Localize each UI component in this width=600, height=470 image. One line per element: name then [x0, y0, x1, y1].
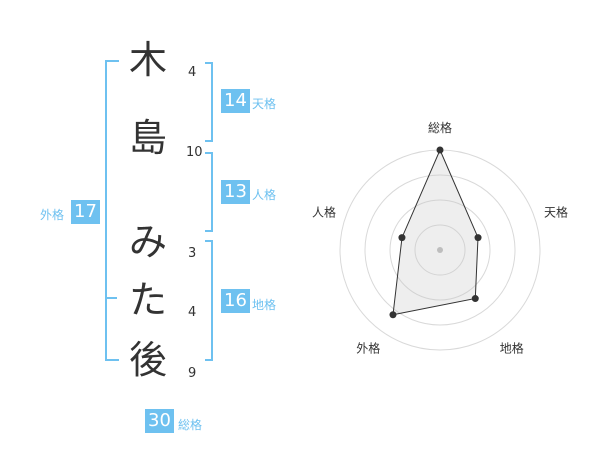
radar-axis-label-1: 総格 — [428, 120, 452, 135]
name-char-1: 木 — [128, 38, 167, 82]
radar-point-2 — [474, 234, 482, 242]
stroke-count-4: 4 — [188, 305, 197, 320]
radar-point-1 — [436, 146, 444, 154]
name-char-4: た — [128, 278, 167, 322]
radar-area — [392, 148, 479, 316]
gaikaku-value: 17 — [71, 200, 100, 224]
radar-axis-label-3: 地格 — [500, 341, 524, 356]
radar-point-5 — [398, 234, 406, 242]
radar-ring-1 — [414, 224, 466, 276]
radar-point-4 — [389, 311, 397, 319]
tenkaku-bracket — [205, 62, 213, 142]
jinkaku-label: 人格 — [252, 188, 277, 202]
soukaku-value: 30 — [145, 409, 174, 433]
chikaku-label: 地格 — [252, 298, 277, 312]
radar-ring-2 — [389, 199, 491, 301]
tenkaku-label: 天格 — [252, 97, 277, 111]
name-char-2: 島 — [128, 116, 167, 160]
radar-center — [437, 247, 443, 253]
gaikaku-label: 外格 — [40, 208, 65, 222]
gaikaku-bracket-divider — [105, 297, 117, 299]
stroke-count-2: 10 — [186, 145, 203, 160]
chikaku-bracket — [205, 240, 213, 361]
radar-axis-label-2: 天格 — [544, 204, 568, 219]
radar-ring-3 — [364, 174, 516, 326]
name-char-5: 後 — [128, 338, 167, 382]
stroke-count-1: 4 — [188, 65, 197, 80]
radar-axis-label-5: 人格 — [312, 204, 336, 219]
jinkaku-bracket — [205, 152, 213, 232]
radar-axis-label-4: 外格 — [356, 341, 380, 356]
radar-point-3 — [471, 295, 479, 303]
jinkaku-value: 13 — [221, 180, 250, 204]
tenkaku-value: 14 — [221, 89, 250, 113]
stroke-count-3: 3 — [188, 246, 197, 261]
name-char-3: み — [128, 220, 167, 264]
soukaku-label: 総格 — [178, 418, 203, 432]
stroke-count-5: 9 — [188, 366, 197, 381]
gaikaku-bracket — [105, 60, 119, 361]
chikaku-value: 16 — [221, 289, 250, 313]
